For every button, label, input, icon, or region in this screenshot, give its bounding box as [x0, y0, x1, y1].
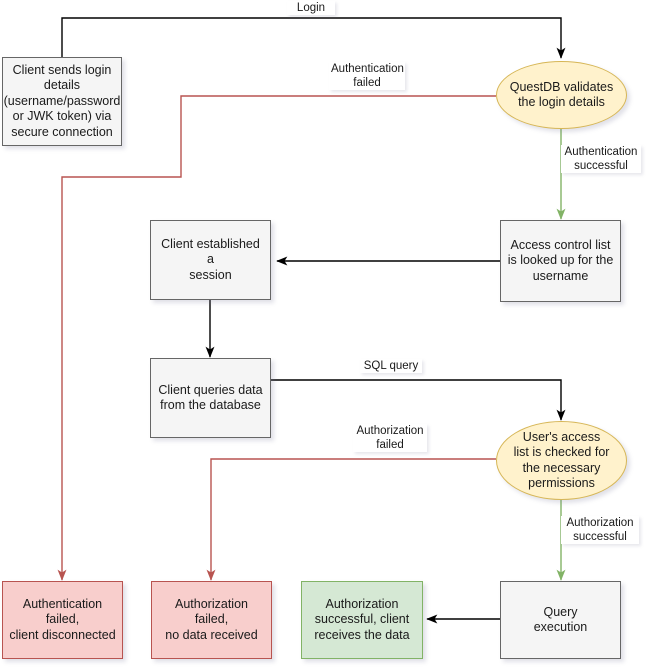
- text-line: no data received: [165, 627, 258, 642]
- text-line: successful, client: [314, 612, 410, 627]
- text-line: list is checked for: [513, 445, 610, 459]
- text-line: is looked up for the: [507, 253, 614, 268]
- node-user-access-list-checked[interactable]: User's access list is checked for the ne…: [496, 421, 627, 500]
- text-line: from the database: [160, 398, 261, 412]
- text-line: Authorization: [325, 596, 399, 611]
- node-query-execution[interactable]: Query execution: [500, 581, 621, 659]
- node-questdb-validates[interactable]: QuestDB validates the login details: [496, 61, 627, 129]
- text-line: the login details: [518, 95, 605, 109]
- text-line: successful: [573, 531, 627, 543]
- text-line: Authorization failed,: [175, 596, 248, 627]
- text-line: Client sends login: [12, 62, 112, 77]
- node-access-control-list-label: Access control list is looked up for the…: [508, 238, 614, 285]
- text-line: details: [43, 78, 81, 93]
- node-client-sends-login-label: Client sends login details (username/pas…: [4, 63, 121, 141]
- text-line: receives the data: [314, 627, 410, 642]
- node-authentication-failed-label: Authentication failed, client disconnect…: [8, 597, 117, 644]
- text-line: Client queries data: [158, 382, 263, 397]
- text-line: User's access: [522, 429, 601, 444]
- node-authorization-failed[interactable]: Authorization failed, no data received: [151, 581, 272, 659]
- edge-authorization-failed: [206, 458, 496, 581]
- node-user-access-list-checked-label: User's access list is checked for the ne…: [514, 430, 610, 492]
- node-client-established-session-label: Client established a session: [156, 237, 265, 284]
- node-query-execution-label: Query execution: [534, 605, 588, 636]
- text-line: execution: [533, 620, 588, 634]
- text-line: (username/password: [3, 93, 121, 108]
- edge-label-authentication-failed: Authentication failed: [329, 62, 405, 90]
- node-authentication-failed[interactable]: Authentication failed, client disconnect…: [2, 581, 123, 659]
- node-authorization-successful-label: Authorization successful, client receive…: [314, 597, 409, 644]
- edge-authentication-failed: [57, 95, 496, 581]
- edge-label-login: Login: [287, 1, 335, 15]
- edge-label-sql-query: SQL query: [360, 359, 422, 373]
- text-line: Login: [296, 2, 326, 14]
- text-line: Query: [543, 604, 578, 619]
- text-line: the necessary: [522, 460, 601, 475]
- text-line: permissions: [528, 476, 595, 490]
- text-line: failed: [353, 77, 381, 89]
- node-questdb-validates-label: QuestDB validates the login details: [510, 80, 614, 111]
- node-client-established-session[interactable]: Client established a session: [150, 220, 271, 300]
- text-line: Client established a: [161, 236, 260, 267]
- node-access-control-list[interactable]: Access control list is looked up for the…: [500, 220, 621, 302]
- text-line: Access control list: [510, 237, 611, 252]
- text-line: session: [189, 267, 232, 282]
- edge-label-authentication-successful: Authentication successful: [561, 145, 641, 173]
- text-line: QuestDB validates: [509, 79, 614, 94]
- text-line: successful: [574, 160, 628, 172]
- text-line: Authorization: [566, 517, 634, 529]
- edge-login: [61, 17, 566, 59]
- node-client-queries-data-label: Client queries data from the database: [158, 383, 262, 414]
- text-line: username: [532, 268, 589, 283]
- edge-sql-query: [271, 379, 566, 421]
- text-line: SQL query: [363, 360, 419, 372]
- text-line: secure connection: [11, 124, 113, 139]
- text-line: Authorization: [356, 425, 424, 437]
- text-line: Authentication: [564, 146, 638, 158]
- edge-label-authorization-successful: Authorization successful: [561, 516, 639, 544]
- node-authorization-failed-label: Authorization failed, no data received: [157, 597, 266, 644]
- text-line: Authentication failed,: [22, 596, 103, 627]
- edge-label-authorization-failed: Authorization failed: [353, 424, 427, 452]
- node-authorization-successful[interactable]: Authorization successful, client receive…: [301, 581, 423, 659]
- node-client-queries-data[interactable]: Client queries data from the database: [150, 358, 271, 438]
- node-client-sends-login[interactable]: Client sends login details (username/pas…: [2, 57, 122, 146]
- text-line: failed: [376, 439, 404, 451]
- text-line: client disconnected: [9, 627, 116, 642]
- text-line: or JWK token) via: [12, 109, 112, 124]
- text-line: Authentication: [331, 63, 404, 75]
